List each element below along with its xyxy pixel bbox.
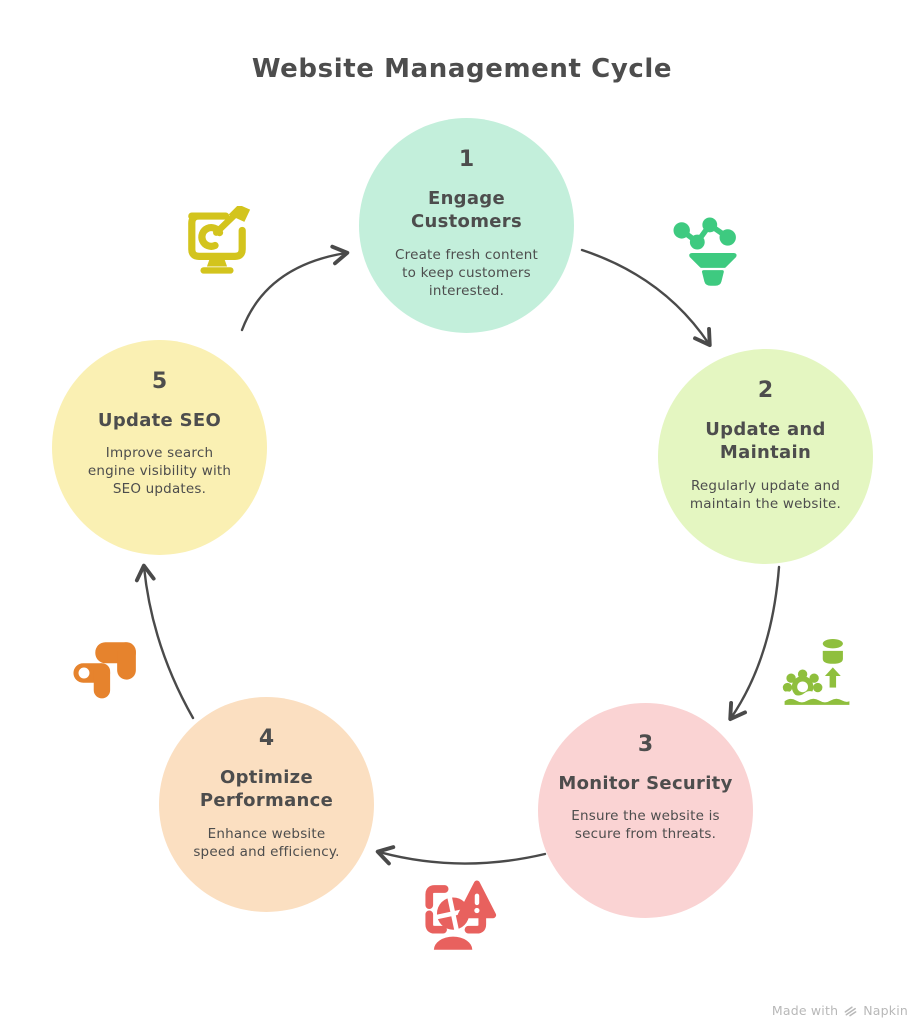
step-description: Ensure the website is secure from threat… xyxy=(571,808,720,843)
step-circle-monitor-security: 3 Monitor Security Ensure the website is… xyxy=(538,703,753,918)
napkin-logo-icon xyxy=(843,1003,858,1018)
step-number: 3 xyxy=(637,732,654,757)
step-circle-engage-customers: 1 Engage Customers Create fresh content … xyxy=(359,118,574,333)
step-circle-update-seo: 5 Update SEO Improve search engine visib… xyxy=(52,340,267,555)
step-title: Optimize Performance xyxy=(199,766,334,812)
step-description: Improve search engine visibility with SE… xyxy=(87,445,232,497)
watermark-prefix: Made with xyxy=(771,1003,839,1018)
step-circle-update-and-maintain: 2 Update and Maintain Regularly update a… xyxy=(658,349,873,564)
step-title: Update and Maintain xyxy=(705,418,826,464)
step-title: Monitor Security xyxy=(558,772,733,794)
arrow-step5-to-step1 xyxy=(240,244,350,332)
step-title: Update SEO xyxy=(97,409,222,431)
network-funnel-icon xyxy=(670,213,748,293)
blocks-icon xyxy=(68,630,146,709)
made-with-napkin-watermark: Made with Napkin xyxy=(772,1003,908,1018)
step-description: Enhance website speed and efficiency. xyxy=(193,826,340,860)
step-number: 5 xyxy=(151,369,168,394)
step-description: Create fresh content to keep customers i… xyxy=(394,247,539,299)
step-number: 2 xyxy=(757,378,774,403)
user-alert-icon xyxy=(421,879,499,952)
database-gear-icon xyxy=(781,631,853,711)
step-number: 1 xyxy=(458,147,475,172)
step-description: Regularly update and maintain the websit… xyxy=(689,478,842,512)
page-title: Website Management Cycle xyxy=(251,54,673,84)
arrow-step2-to-step3 xyxy=(728,565,781,722)
step-title: Engage Customers xyxy=(411,187,522,233)
step-circle-optimize-performance: 4 Optimize Performance Enhance website s… xyxy=(159,697,374,912)
monitor-target-icon xyxy=(181,206,253,278)
arrow-step3-to-step4 xyxy=(375,845,547,866)
watermark-brand: Napkin xyxy=(863,1003,908,1018)
arrow-step4-to-step5 xyxy=(134,563,195,720)
step-number: 4 xyxy=(258,726,275,751)
